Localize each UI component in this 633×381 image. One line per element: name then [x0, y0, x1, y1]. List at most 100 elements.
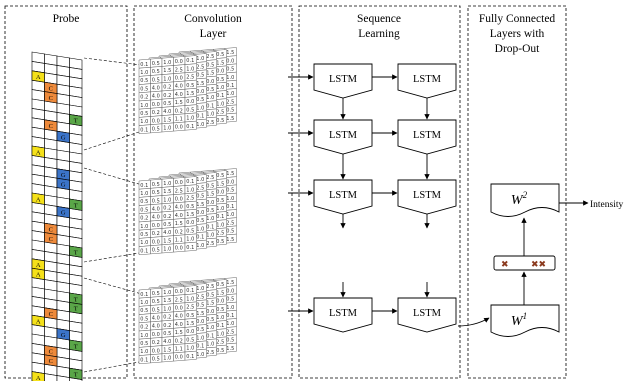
- probe-nucleotide-cell: [69, 302, 83, 315]
- conv-cell-value: 1.0: [163, 290, 171, 296]
- conv-cell-value: 0.1: [186, 124, 194, 130]
- conv-cell-value: 1.0: [196, 226, 204, 232]
- conv-cell-value: 0.0: [152, 332, 160, 338]
- conv-cell-value: 0.5: [140, 111, 148, 117]
- weight-w2-shape: [490, 183, 560, 217]
- conv-cell-value: 1.5: [175, 330, 183, 336]
- conv-cell-value: 0.5: [152, 127, 160, 133]
- probe-nucleotide-letter: T: [74, 296, 78, 303]
- probe-title: Probe: [53, 13, 80, 25]
- conv-cell-value: 0.5: [216, 348, 224, 354]
- conv-cell-value: 2.5: [175, 67, 183, 73]
- probe-nucleotide-cell: [44, 232, 58, 245]
- conv-cell-value: 1.5: [163, 238, 171, 244]
- conv-cell-value: 0.5: [216, 77, 224, 83]
- probe-nucleotide-cell: [69, 198, 83, 211]
- probe-nucleotide-letter: T: [74, 249, 78, 256]
- conv-cell-value: 0.5: [206, 317, 214, 323]
- conv-cell-value: 0.5: [140, 199, 148, 205]
- conv-cell-value: 0.5: [152, 291, 160, 297]
- probe-nucleotide-cell: [56, 177, 70, 190]
- conv-cell-value: 0.0: [175, 180, 183, 186]
- conv-cell-value: 1.0: [196, 335, 204, 341]
- convolution-feature-maps: 0.24.00.24.01.51.00.00.51.50.00.50.24.00…: [83, 47, 237, 373]
- conv-cell-value: 1.0: [186, 66, 194, 72]
- conv-cell-value: 4.0: [175, 205, 183, 211]
- conv-cell-value: 1.0: [140, 103, 148, 109]
- probe-nucleotide-cell: [31, 192, 45, 205]
- conv-cell-value: 2.5: [216, 110, 224, 116]
- conv-cell-value: 0.5: [186, 107, 194, 113]
- conv-cell-value: 0.2: [152, 340, 160, 346]
- conv-cell-value: 0.0: [206, 79, 214, 85]
- probe-nucleotide-letter: A: [36, 319, 41, 326]
- conv-cell-value: 1.5: [226, 346, 234, 352]
- conv-cell-value: 0.1: [140, 357, 148, 363]
- projection-line: [83, 361, 140, 373]
- projection-line: [83, 252, 140, 263]
- conv-cell-value: 0.0: [196, 89, 204, 95]
- conv-cell-value: 0.5: [140, 86, 148, 92]
- conv-cell: [184, 120, 197, 131]
- probe-nucleotide-letter: G: [61, 332, 66, 339]
- conv-cell-value: 2.5: [196, 64, 204, 70]
- conv-cell-value: 1.0: [206, 95, 214, 101]
- conv-cell-value: 0.2: [175, 338, 183, 344]
- probe-nucleotide-letter: C: [49, 311, 53, 318]
- conv-cell-value: 4.0: [152, 215, 160, 221]
- conv-cell-value: 1.0: [196, 122, 204, 128]
- conv-cell-value: 0.5: [186, 337, 194, 343]
- conv-cell-value: 1.0: [163, 181, 171, 187]
- lstm-cell: LSTM: [397, 119, 457, 155]
- conv-cell-value: 0.5: [216, 52, 224, 58]
- conv-cell-value: 1.5: [216, 181, 224, 187]
- conv-cell-value: 1.5: [163, 298, 171, 304]
- conv-cell-value: 1.5: [163, 68, 171, 74]
- probe-nucleotide-cell: [31, 145, 45, 158]
- sequence-frame: [298, 5, 461, 379]
- conv-cell-value: 0.2: [163, 93, 171, 99]
- conv-cell-value: 0.5: [186, 313, 194, 319]
- conv-cell-value: 0.2: [152, 110, 160, 116]
- conv-cell-value: 0.5: [140, 341, 148, 347]
- conv-cell-value: 1.1: [175, 238, 183, 244]
- conv-cell-value: 1.0: [196, 243, 204, 249]
- conv-cell-value: 0.5: [226, 67, 234, 73]
- conv-cell-value: 1.5: [226, 280, 234, 286]
- conv-cell-value: 1.0: [140, 300, 148, 306]
- fc-title-line3: Drop-Out: [495, 43, 541, 55]
- conv-cell-value: 4.0: [175, 322, 183, 328]
- conv-cell-value: 0.5: [196, 194, 204, 200]
- conv-cell-value: 2.5: [226, 99, 234, 105]
- conv-cell-value: 0.2: [175, 108, 183, 114]
- probe-nucleotide-letter: C: [49, 95, 53, 102]
- probe-nucleotide-letter: C: [49, 123, 53, 130]
- conv-cell-value: 2.5: [175, 297, 183, 303]
- lstm-label: LSTM: [413, 190, 442, 201]
- conv-cell-value: 0.5: [152, 69, 160, 75]
- dropout-mark-right: ✖✖: [531, 259, 546, 269]
- conv-cell-value: 0.0: [175, 246, 183, 252]
- conv-cell-value: 0.2: [163, 85, 171, 91]
- conv-cell-value: 1.5: [175, 221, 183, 227]
- lstm-label: LSTM: [413, 308, 442, 319]
- conv-cell-value: 1.0: [206, 233, 214, 239]
- conv-cell-value: 0.2: [140, 216, 148, 222]
- probe-nucleotide-cell: [56, 130, 70, 143]
- conv-cell-value: 0.0: [196, 210, 204, 216]
- lstm-cell: LSTM: [313, 297, 373, 333]
- projection-line: [83, 167, 150, 188]
- conv-cell-value: 0.0: [152, 348, 160, 354]
- conv-cell-value: 1.0: [226, 91, 234, 97]
- conv-cell-value: 1.5: [226, 116, 234, 122]
- conv-cell-value: 1.0: [163, 76, 171, 82]
- conv-cell-value: 1.0: [140, 119, 148, 125]
- conv-cell-value: 0.5: [206, 87, 214, 93]
- conv-cell-value: 0.1: [226, 204, 234, 210]
- conv-cell-value: 4.0: [163, 109, 171, 115]
- conv-cell-value: 0.5: [186, 228, 194, 234]
- conv-cell-value: 1.0: [216, 206, 224, 212]
- conv-cell-value: 0.2: [140, 325, 148, 331]
- conv-cell-value: 1.0: [226, 321, 234, 327]
